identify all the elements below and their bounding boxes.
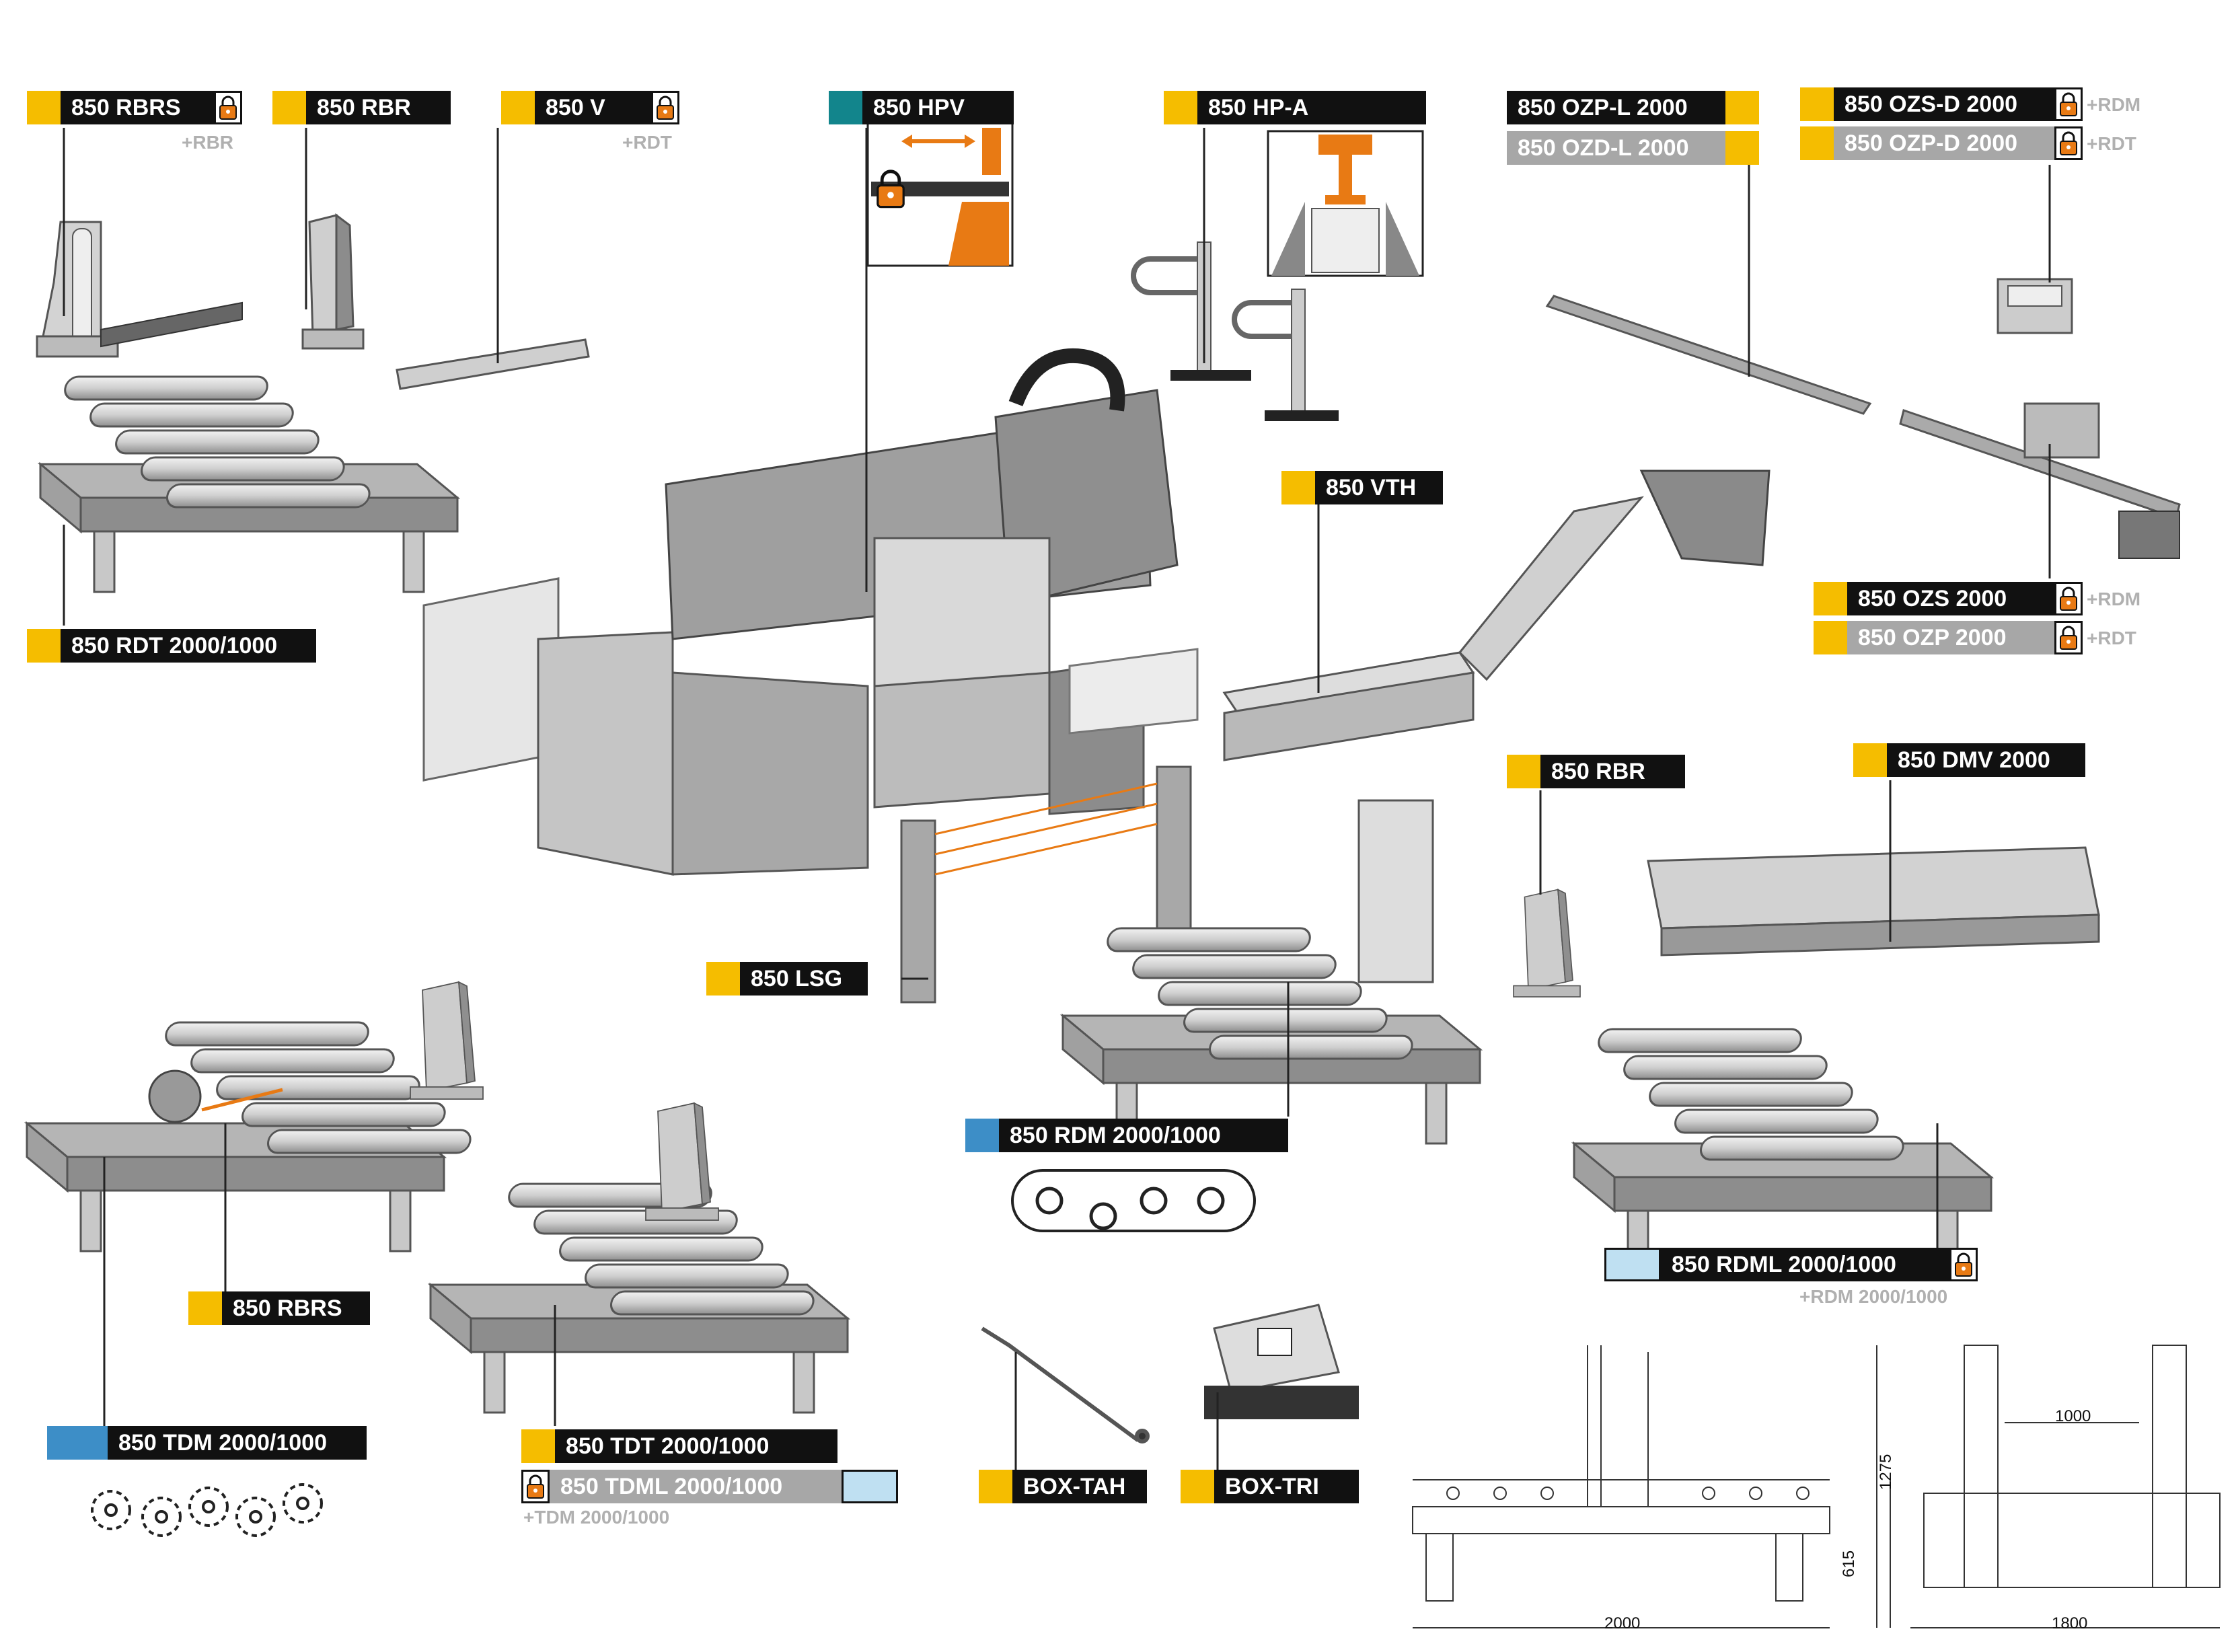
yellow-marker xyxy=(979,1470,1012,1503)
ozp-l-track xyxy=(1545,295,1872,415)
label-850-hp-a: 850 HP-A xyxy=(1164,91,1426,124)
rdt-roller-table xyxy=(39,375,459,593)
label-850-rbrs-top: 850 RBRS xyxy=(27,91,242,124)
yellow-marker xyxy=(272,91,306,124)
pulley-icon xyxy=(842,1470,898,1503)
leader-lines xyxy=(63,128,2051,1480)
label-850-ozs-d-2000: 850 OZS-D 2000 xyxy=(1800,87,2083,121)
label-850-ozp-2000: 850 OZP 2000 xyxy=(1814,621,2083,654)
tdm-roller-table xyxy=(26,1021,492,1252)
rbrs-stand-bottom xyxy=(410,981,484,1100)
hpv-inset xyxy=(866,120,1014,267)
label-850-rbr-mid: 850 RBR xyxy=(1507,755,1685,788)
vth-conveyor xyxy=(1222,470,1771,761)
ozs-device xyxy=(1899,278,2181,559)
dim-side-inner: 1000 xyxy=(2055,1407,2091,1425)
label-850-ozs-2000: 850 OZS 2000 xyxy=(1814,582,2083,615)
label-box-tah: BOX-TAH xyxy=(979,1470,1147,1503)
hp-a-stands xyxy=(1131,130,1424,421)
dmv-rails xyxy=(1647,846,2100,956)
box-tri-bin xyxy=(1204,1304,1359,1419)
label-850-ozp-l-2000: 850 OZP-L 2000 xyxy=(1507,91,1759,124)
label-850-rdm-2000-1000: 850 RDM 2000/1000 xyxy=(965,1119,1288,1152)
rbr-stand-top xyxy=(301,213,365,350)
lock-icon xyxy=(2054,621,2083,654)
rdml-sub: +RDM 2000/1000 xyxy=(1799,1286,1948,1307)
ozs-d-sub: +RDM xyxy=(2087,94,2141,115)
yellow-marker xyxy=(501,91,535,124)
label-850-tdt-2000-1000: 850 TDT 2000/1000 xyxy=(521,1429,837,1463)
ozs-sub: +RDM xyxy=(2087,589,2141,609)
yellow-marker xyxy=(1853,743,1887,777)
label-850-rdml-2000-1000: 850 RDML 2000/1000 xyxy=(1604,1248,1978,1281)
rdml-roller-table xyxy=(1573,1028,1992,1273)
yellow-marker xyxy=(521,1429,555,1463)
ozp-sub: +RDT xyxy=(2087,628,2136,648)
yellow-marker xyxy=(1800,126,1834,160)
v-bar xyxy=(396,338,590,390)
v-sub: +RDT xyxy=(622,132,672,153)
label-850-hpv: 850 HPV xyxy=(829,91,1014,124)
yellow-marker xyxy=(1814,621,1847,654)
rbr-stand-mid xyxy=(1513,889,1581,998)
lock-icon xyxy=(521,1470,550,1503)
rdm-pulley-diagram xyxy=(1011,1169,1256,1232)
label-box-tri: BOX-TRI xyxy=(1181,1470,1359,1503)
dim-front-total-height: 1275 xyxy=(1877,1454,1895,1490)
yellow-marker xyxy=(1814,582,1847,615)
label-850-rdt-2000-1000: 850 RDT 2000/1000 xyxy=(27,629,316,663)
box-tah-hook xyxy=(981,1326,1150,1443)
label-850-v: 850 V xyxy=(501,91,679,124)
label-850-tdm-2000-1000: 850 TDM 2000/1000 xyxy=(47,1426,367,1460)
yellow-marker xyxy=(1281,471,1315,504)
yellow-marker xyxy=(706,962,740,996)
label-850-dmv-2000: 850 DMV 2000 xyxy=(1853,743,2085,777)
rbrs-top-sub: +RBR xyxy=(182,132,234,153)
label-850-vth: 850 VTH xyxy=(1281,471,1443,504)
lock-icon xyxy=(214,91,242,124)
pulley-icon xyxy=(1604,1248,1661,1281)
yellow-marker xyxy=(1800,87,1834,121)
side-view-drawing xyxy=(1910,1345,2221,1628)
rdm-roller-table xyxy=(1061,799,1481,1145)
motor-icon xyxy=(965,1119,999,1152)
ozp-d-sub: +RDT xyxy=(2087,133,2136,154)
dim-side-width: 1800 xyxy=(2052,1614,2088,1632)
lsg-light-curtain xyxy=(900,765,1192,1004)
front-view-drawing xyxy=(1412,1345,1891,1628)
lock-icon xyxy=(2054,126,2083,160)
lock-icon xyxy=(1949,1248,1978,1281)
label-850-lsg: 850 LSG xyxy=(706,962,868,996)
label-850-ozp-d-2000: 850 OZP-D 2000 xyxy=(1800,126,2083,160)
motor-icon xyxy=(47,1426,108,1460)
yellow-marker xyxy=(188,1291,222,1325)
lock-icon xyxy=(651,91,679,124)
tdml-sub: +TDM 2000/1000 xyxy=(523,1507,670,1528)
lock-icon xyxy=(2054,87,2083,121)
rbrs-stand-top xyxy=(36,221,243,358)
yellow-marker xyxy=(27,91,61,124)
label-850-rbr-top: 850 RBR xyxy=(272,91,451,124)
tdm-gear-diagram xyxy=(91,1483,323,1537)
yellow-marker xyxy=(27,629,61,663)
yellow-marker xyxy=(1725,131,1759,165)
bandsaw-machine xyxy=(422,348,1199,876)
yellow-marker xyxy=(1164,91,1197,124)
yellow-marker xyxy=(1507,755,1540,788)
yellow-marker xyxy=(1181,1470,1214,1503)
lock-icon xyxy=(2054,582,2083,615)
label-850-tdml-2000-1000: 850 TDML 2000/1000 xyxy=(521,1470,898,1503)
dim-front-height: 615 xyxy=(1840,1550,1858,1577)
teal-marker xyxy=(829,91,862,124)
label-850-ozd-l-2000: 850 OZD-L 2000 xyxy=(1507,131,1759,165)
tdt-roller-table xyxy=(429,1182,849,1414)
yellow-marker xyxy=(1725,91,1759,124)
label-850-rbrs-bottom: 850 RBRS xyxy=(188,1291,370,1325)
dim-front-width: 2000 xyxy=(1604,1614,1641,1632)
